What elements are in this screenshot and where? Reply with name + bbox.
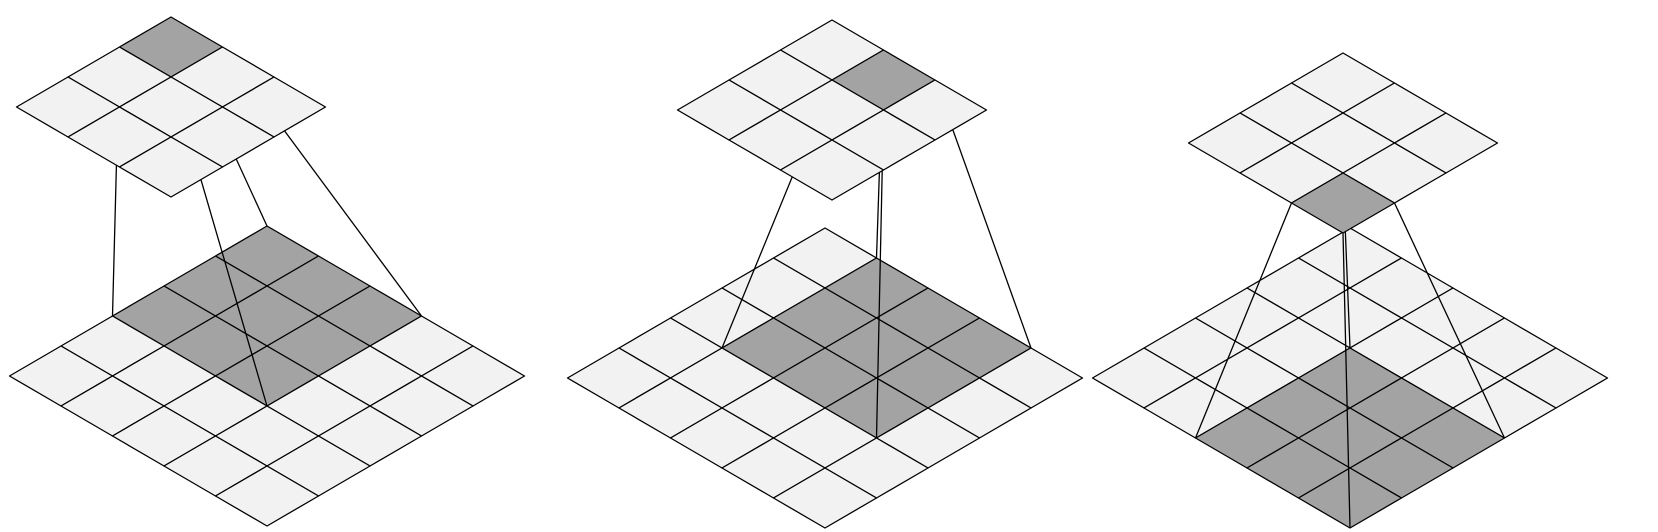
connector-line xyxy=(1194,202,1293,439)
input-grid xyxy=(566,227,1084,529)
connector-line xyxy=(1393,202,1506,439)
output-cell xyxy=(118,136,224,198)
output-cell-active xyxy=(1290,172,1396,234)
output-grid xyxy=(1187,52,1499,234)
output-grid xyxy=(15,16,327,198)
output-cell xyxy=(779,139,885,201)
input-grid xyxy=(1091,227,1609,529)
panel-1 xyxy=(8,16,526,527)
output-grid xyxy=(676,19,988,201)
panel-2 xyxy=(566,19,1084,529)
input-cell xyxy=(772,467,878,529)
panel-3 xyxy=(1091,52,1609,529)
input-grid xyxy=(8,225,526,527)
connector-line xyxy=(1342,232,1351,529)
input-cell xyxy=(214,465,320,527)
